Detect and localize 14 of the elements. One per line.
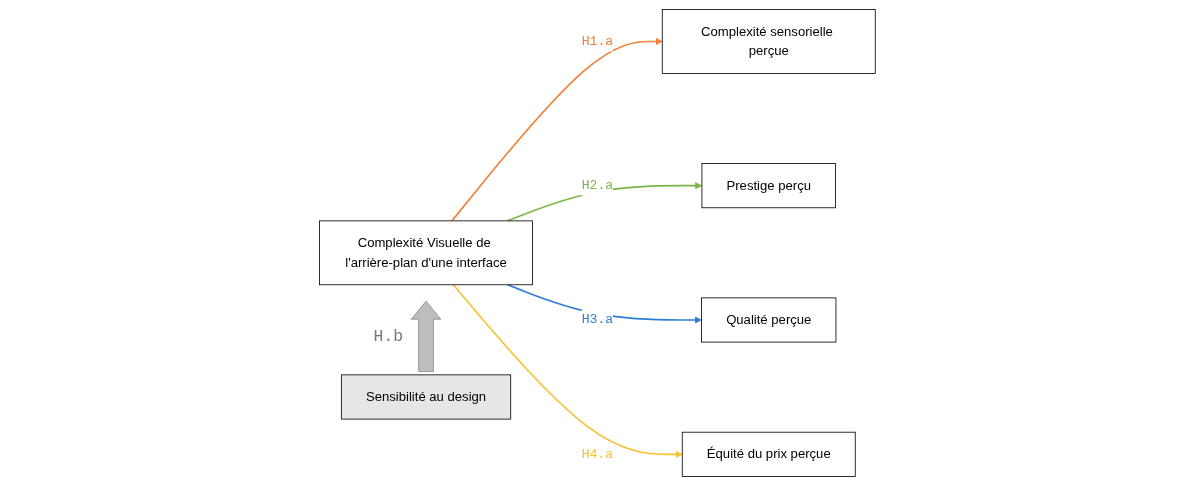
edge-label: H2.a	[581, 178, 613, 194]
edge-label: H3.a	[581, 312, 613, 328]
node-box: Complexité Visuelle de l'arrière-plan d'une interface	[318, 220, 533, 286]
edge-label: H4.a	[581, 446, 613, 462]
edge-label: H1.a	[581, 34, 613, 49]
arrow	[452, 283, 683, 458]
block-arrow	[410, 300, 441, 372]
edge-label: H.b	[373, 327, 403, 347]
node-box: Complexité sensorielle perçue	[661, 9, 876, 74]
node-box: Prestige perçu	[701, 163, 836, 209]
arrow	[450, 37, 663, 222]
node-box: Qualité perçue	[700, 297, 836, 343]
node-box: Équité du prix perçue	[681, 431, 856, 477]
node-box: Sensibilité au design	[340, 374, 511, 420]
